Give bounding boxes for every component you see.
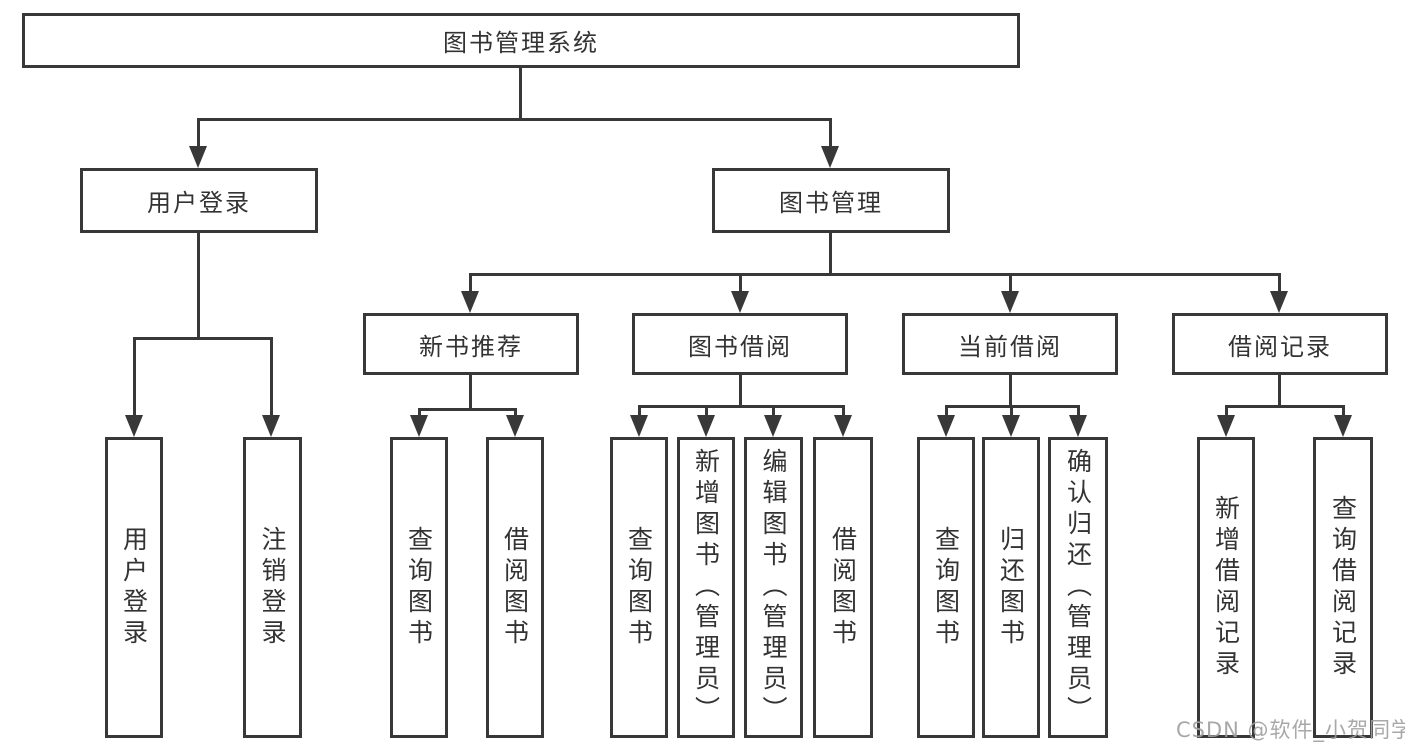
arrow-down-icon [1334, 415, 1352, 437]
arrow-down-icon [1217, 415, 1235, 437]
connector-line [772, 405, 775, 416]
node-label: 确认归还（管理员） [1063, 448, 1093, 727]
connector-line [270, 337, 273, 415]
node-label: 借阅图书 [500, 525, 530, 650]
connector-line [638, 405, 845, 408]
arrow-down-icon [189, 146, 207, 168]
leaf-borrow-books-recommend: 借阅图书 [486, 437, 544, 738]
arrow-down-icon [1270, 291, 1288, 313]
connector-line [418, 408, 421, 416]
leaf-logout: 注销登录 [243, 437, 302, 738]
connector-line [197, 118, 200, 148]
connector-line [1077, 405, 1080, 416]
node-label: 借阅记录 [1228, 332, 1332, 361]
node-label: 新增图书（管理员） [691, 448, 721, 727]
connector-line [197, 233, 200, 337]
arrow-down-icon [1002, 415, 1020, 437]
connector-line [1009, 375, 1012, 405]
node-label: 查询图书 [404, 525, 434, 650]
leaf-confirm-return-admin: 确认归还（管理员） [1048, 437, 1108, 738]
node-label: 查询图书 [931, 525, 961, 650]
connector-line [469, 273, 1281, 276]
arrow-down-icon [697, 415, 715, 437]
arrow-down-icon [834, 415, 852, 437]
connector-line [739, 273, 742, 293]
node-book-borrow: 图书借阅 [632, 313, 848, 375]
node-label: 注销登录 [258, 525, 287, 650]
connector-line [638, 405, 641, 416]
node-label: 图书管理 [779, 189, 883, 217]
connector-line [705, 405, 708, 416]
node-root-library-system: 图书管理系统 [22, 13, 1020, 68]
node-label: 新增借阅记录 [1211, 494, 1241, 681]
connector-line [133, 337, 136, 415]
arrow-down-icon [410, 415, 428, 437]
node-label: 图书借阅 [688, 332, 792, 361]
arrow-down-icon [262, 415, 280, 437]
connector-line [418, 408, 517, 411]
node-label: 查询借阅记录 [1328, 494, 1358, 681]
node-label: 新书推荐 [419, 332, 523, 361]
connector-line [133, 337, 273, 340]
leaf-query-borrow-record: 查询借阅记录 [1313, 437, 1373, 738]
node-label: 当前借阅 [958, 332, 1062, 361]
node-borrow-records: 借阅记录 [1172, 313, 1388, 375]
connector-line [1342, 405, 1345, 416]
leaf-add-borrow-record: 新增借阅记录 [1197, 437, 1255, 738]
connector-line [945, 405, 948, 416]
node-book-management: 图书管理 [712, 168, 950, 233]
arrow-down-icon [461, 291, 479, 313]
connector-line [1225, 405, 1345, 408]
arrow-down-icon [731, 291, 749, 313]
arrow-down-icon [630, 415, 648, 437]
leaf-borrow-books: 借阅图书 [813, 437, 873, 738]
node-label: 用户登录 [119, 525, 149, 650]
arrow-down-icon [821, 146, 839, 168]
connector-line [842, 405, 845, 416]
connector-line [829, 233, 832, 273]
arrow-down-icon [1069, 415, 1087, 437]
connector-line [1009, 273, 1012, 293]
connector-line [1278, 375, 1281, 405]
leaf-return-books: 归还图书 [982, 437, 1040, 738]
connector-line [469, 375, 472, 408]
node-label: 查询图书 [624, 525, 654, 650]
leaf-edit-books-admin: 编辑图书（管理员） [744, 437, 803, 738]
arrow-down-icon [125, 415, 143, 437]
node-label: 图书管理系统 [443, 29, 599, 57]
connector-line [519, 68, 522, 118]
connector-line [1278, 273, 1281, 293]
arrow-down-icon [764, 415, 782, 437]
node-label: 用户登录 [147, 189, 251, 217]
connector-line [514, 408, 517, 416]
node-user-login: 用户登录 [80, 168, 318, 233]
connector-line [1010, 405, 1013, 416]
leaf-user-login: 用户登录 [105, 437, 163, 738]
connector-line [198, 118, 832, 121]
node-label: 借阅图书 [828, 525, 858, 650]
connector-line [739, 375, 742, 405]
arrow-down-icon [506, 415, 524, 437]
leaf-query-books-current: 查询图书 [917, 437, 975, 738]
connector-line [829, 118, 832, 148]
connector-line [1225, 405, 1228, 416]
leaf-add-books-admin: 新增图书（管理员） [677, 437, 735, 738]
arrow-down-icon [1001, 291, 1019, 313]
node-label: 编辑图书（管理员） [759, 448, 788, 727]
connector-line [469, 273, 472, 293]
node-current-borrow: 当前借阅 [902, 313, 1118, 375]
node-label: 归还图书 [996, 525, 1026, 650]
leaf-query-books-borrow: 查询图书 [610, 437, 668, 738]
node-new-book-recommend: 新书推荐 [363, 313, 579, 375]
csdn-watermark: CSDN @软件_小贺同学 [1176, 718, 1405, 742]
arrow-down-icon [937, 415, 955, 437]
leaf-query-books-recommend: 查询图书 [390, 437, 448, 738]
